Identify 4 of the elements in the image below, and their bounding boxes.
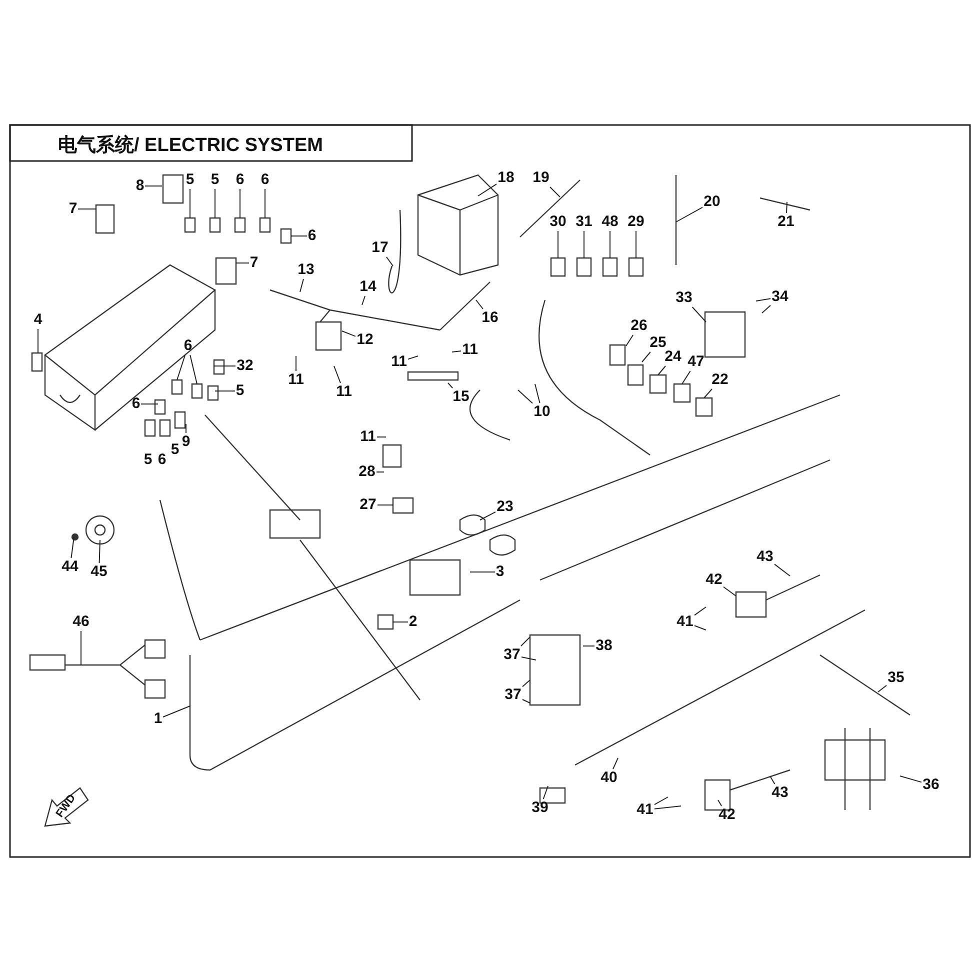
callout-number: 6 (158, 452, 166, 468)
callout-number: 5 (170, 442, 180, 458)
callout-number: 5 (144, 452, 152, 468)
title: 电气系统/ ELECTRIC SYSTEM (58, 134, 323, 158)
